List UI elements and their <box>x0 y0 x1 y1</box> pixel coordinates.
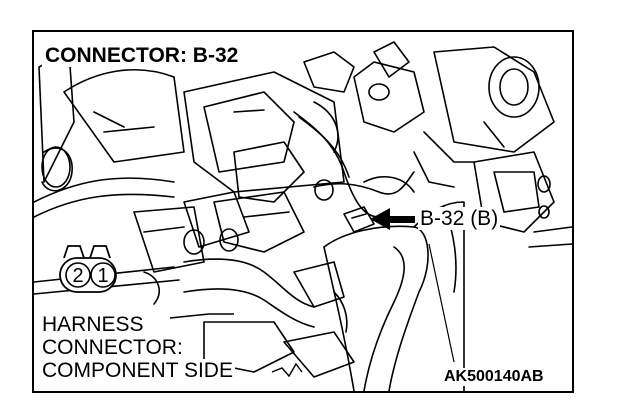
connector-callout-label: B-32 (B) <box>418 207 501 230</box>
harness-label-line-1: HARNESS <box>42 313 146 336</box>
code-leader-line <box>428 243 455 363</box>
component-leader-line <box>271 362 303 378</box>
pin-1 <box>90 262 116 288</box>
harness-connector-label: HARNESS CONNECTOR: COMPONENT SIDE <box>42 313 235 382</box>
harness-connector-icon: 2 1 <box>59 245 117 293</box>
engine-bay-illustration: 2 1 <box>34 41 572 391</box>
diagram-frame: 2 1 CONNECTOR: B-32 B-32 (B) HARNESS CON… <box>32 30 574 393</box>
pin-1-label: 1 <box>97 265 108 287</box>
harness-label-line-2: CONNECTOR: <box>42 336 185 359</box>
harness-leader-line <box>169 313 234 319</box>
harness-label-line-3: COMPONENT SIDE <box>42 359 235 382</box>
figure-code: AK500140AB <box>442 368 546 386</box>
connector-title: CONNECTOR: B-32 <box>42 44 242 67</box>
pin-2 <box>65 262 91 288</box>
callout-arrow <box>370 208 415 230</box>
pin-2-label: 2 <box>72 265 83 287</box>
